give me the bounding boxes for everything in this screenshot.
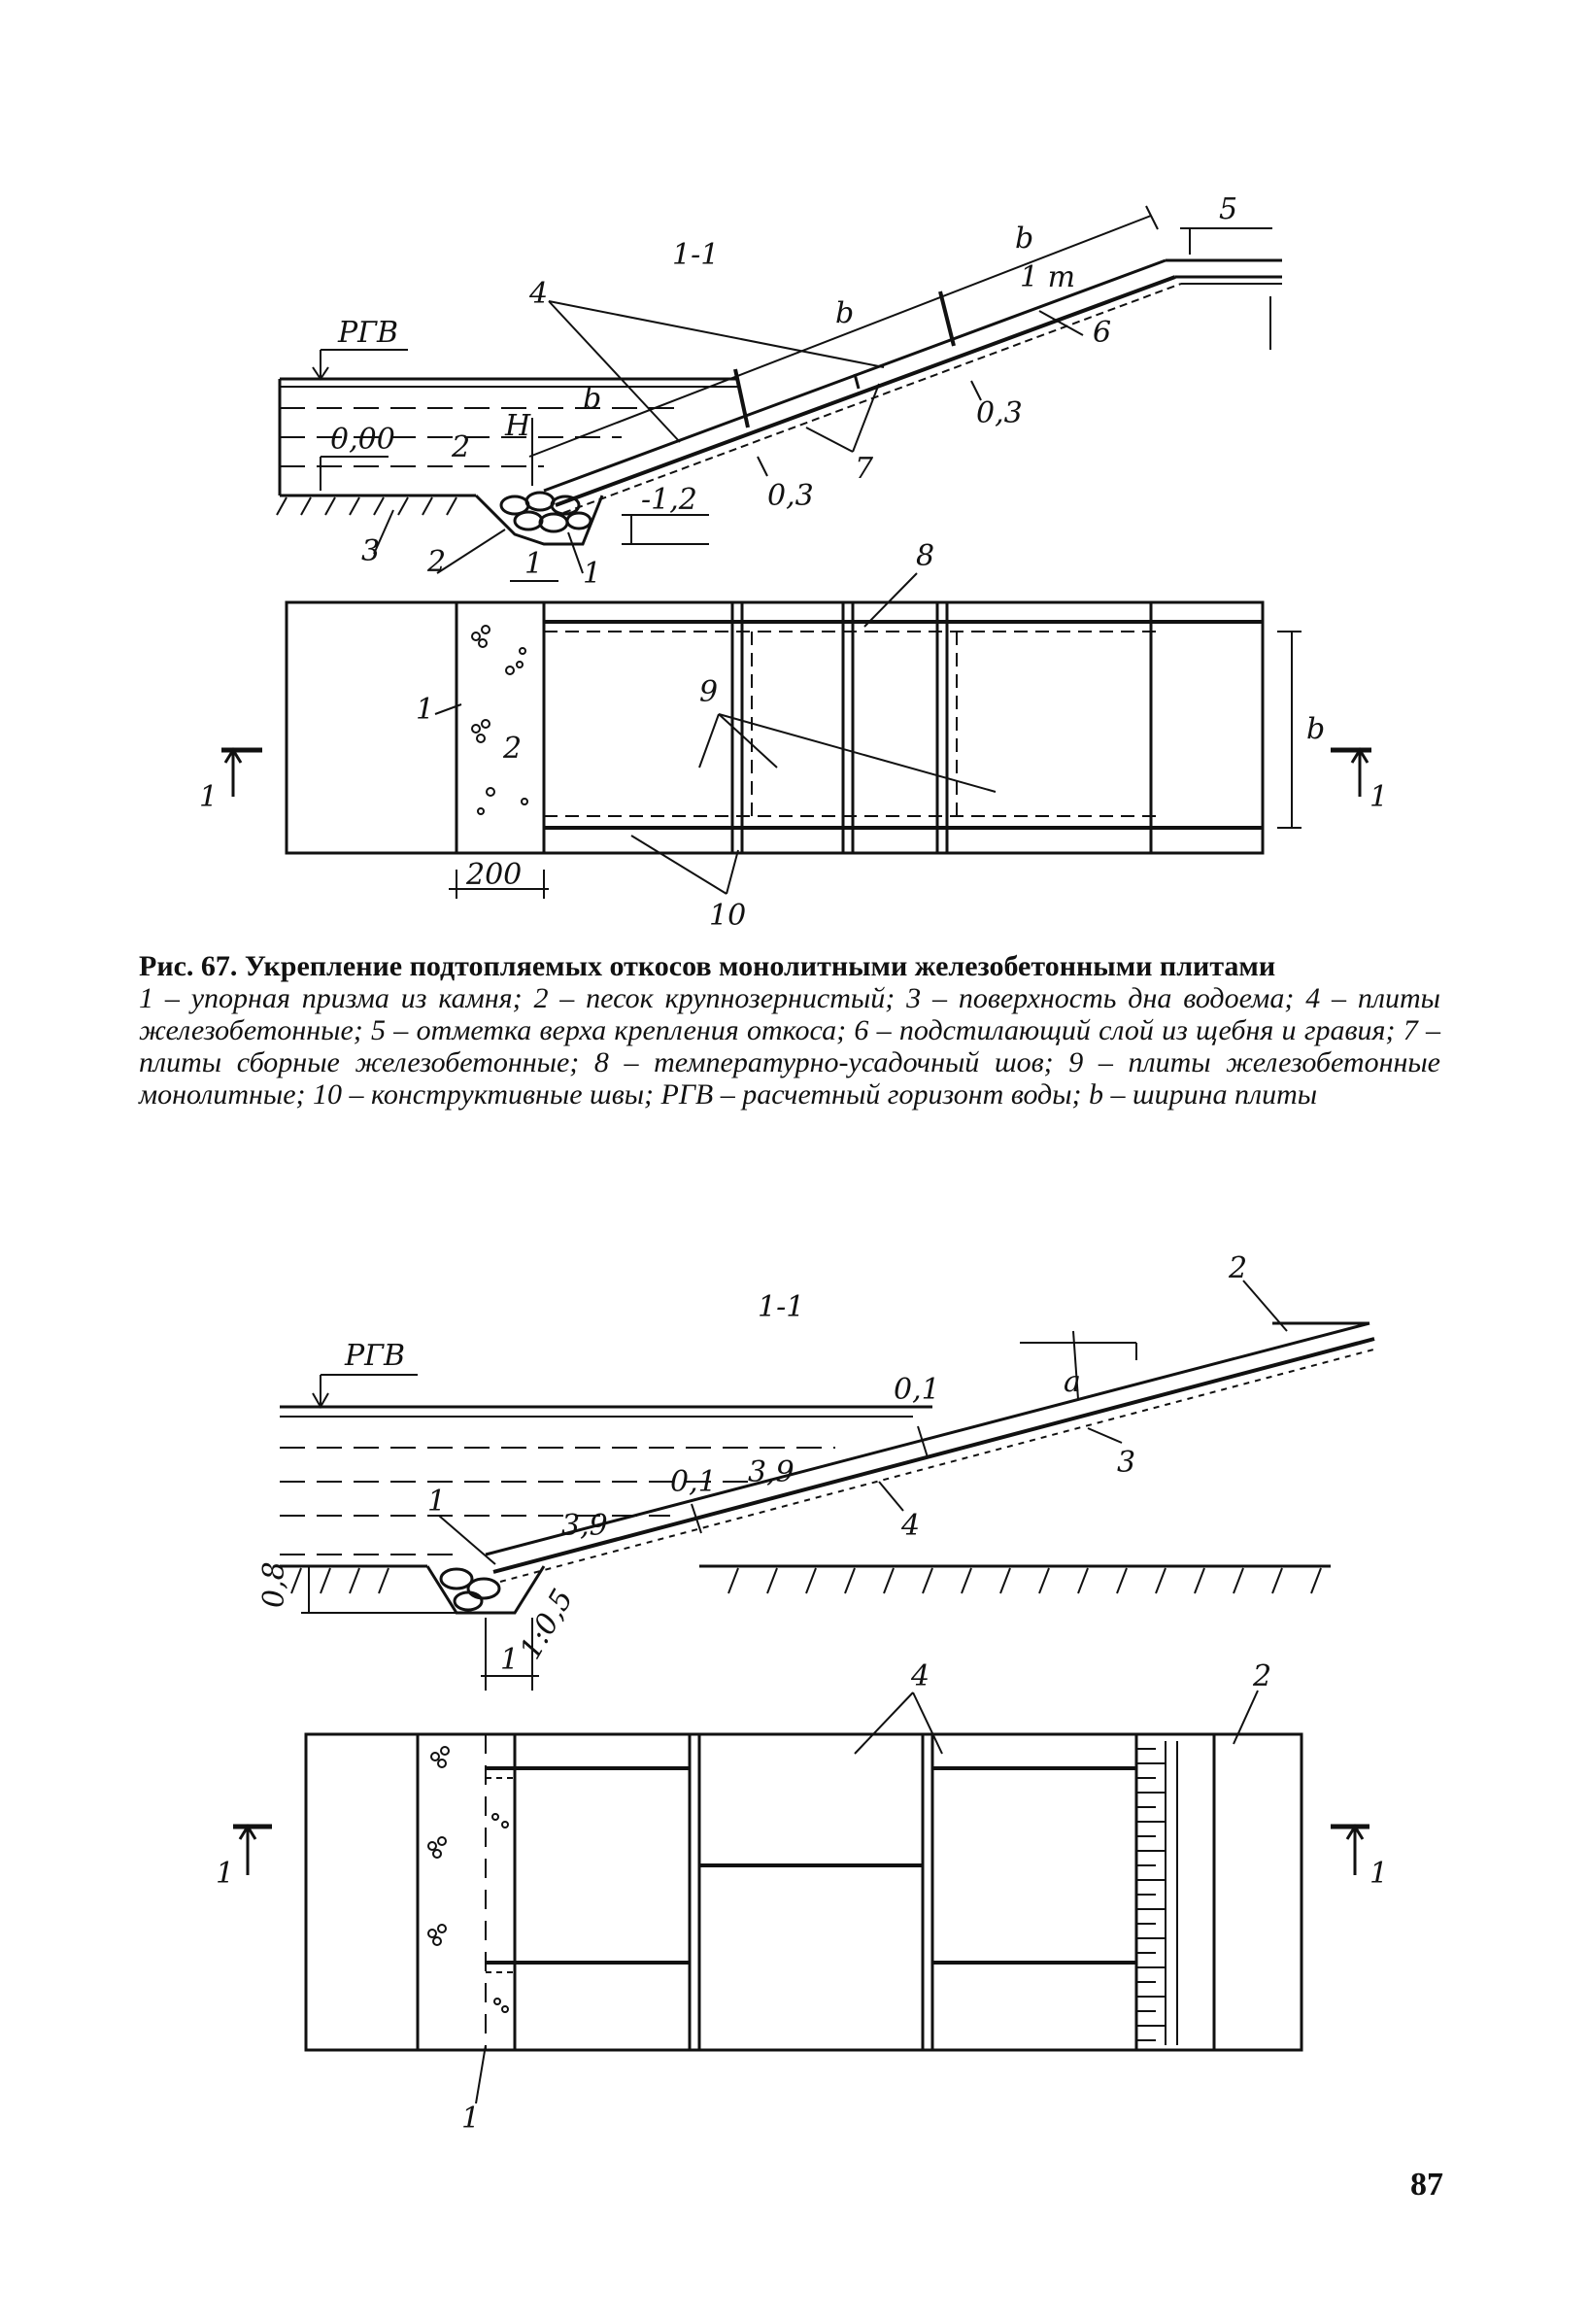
plan-callout-1: 1	[461, 2102, 480, 2136]
dim-0-1-upper: 0,1	[894, 1373, 940, 1407]
plan-callout-1: 1	[416, 693, 434, 727]
dim-0-8: 0,8	[257, 1561, 291, 1608]
section-label-2: 1-1	[758, 1290, 804, 1324]
callout-10: 10	[709, 899, 746, 933]
callout-4: 4	[528, 277, 548, 311]
level-bottom-label: -1,2	[641, 483, 697, 517]
dim-0-1-lower: 0,1	[670, 1465, 717, 1499]
dim-2: 2	[451, 430, 470, 464]
dim-b-mid: b	[835, 296, 854, 330]
rgv-label-2: РГВ	[344, 1339, 405, 1373]
dim-3-9-lower: 3,9	[561, 1509, 608, 1543]
level-zero-label: 0,00	[330, 423, 395, 457]
plan-callout-2: 2	[1252, 1659, 1271, 1693]
section-label-1: 1-1	[672, 238, 719, 272]
dim-b-plan: b	[1306, 712, 1325, 746]
dim-b-upper: b	[1015, 222, 1033, 256]
page-number: 87	[1410, 2167, 1443, 2203]
dim-a: a	[1064, 1365, 1081, 1399]
callout-1: 1	[583, 557, 601, 591]
callout-2-section: 2	[1228, 1251, 1247, 1285]
callout-3: 3	[361, 534, 380, 568]
callout-4-section: 4	[900, 1509, 920, 1543]
plan-callout-2: 2	[502, 732, 522, 766]
plan-callout-4: 4	[910, 1659, 930, 1693]
rgv-label: РГВ	[337, 316, 398, 350]
callout-3-section: 3	[1117, 1446, 1135, 1480]
figure-67-drawing: 1-1 РГВ 0,00 -1,2 2 1 H b b b 1 m 0,3 0,…	[199, 192, 1388, 933]
callout-7: 7	[855, 452, 874, 486]
callout-2: 2	[426, 545, 446, 579]
caption-title: Рис. 67. Укрепление подтопляемых откосов…	[139, 950, 1276, 982]
cut-mark-right-label-2: 1	[1369, 1857, 1388, 1891]
dim-200: 200	[465, 858, 522, 892]
dim-0-3-upper: 0,3	[976, 396, 1023, 430]
dim-b-lower: b	[583, 382, 601, 416]
dim-3-9-upper: 3,9	[748, 1455, 794, 1489]
figure-caption: Рис. 67. Укрепление подтопляемых откосов…	[139, 950, 1440, 1111]
callout-5: 5	[1219, 192, 1237, 226]
dim-0-3-lower: 0,3	[767, 479, 814, 513]
cut-mark-left-label: 1	[199, 780, 218, 814]
caption-legend: 1 – упорная призма из камня; 2 – песок к…	[139, 982, 1440, 1111]
dim-1-bottom: 1	[500, 1643, 519, 1677]
dim-1: 1	[524, 547, 543, 581]
callout-1-section: 1	[427, 1485, 446, 1519]
callout-6: 6	[1093, 316, 1111, 350]
callout-8: 8	[916, 539, 934, 573]
callout-9: 9	[699, 675, 718, 709]
dim-H: H	[504, 409, 531, 443]
slope-ratio: 1:0,5	[514, 1584, 581, 1665]
dim-1m: 1 m	[1020, 260, 1075, 294]
cut-mark-right-label: 1	[1369, 780, 1388, 814]
cut-mark-left-label-2: 1	[216, 1857, 234, 1891]
